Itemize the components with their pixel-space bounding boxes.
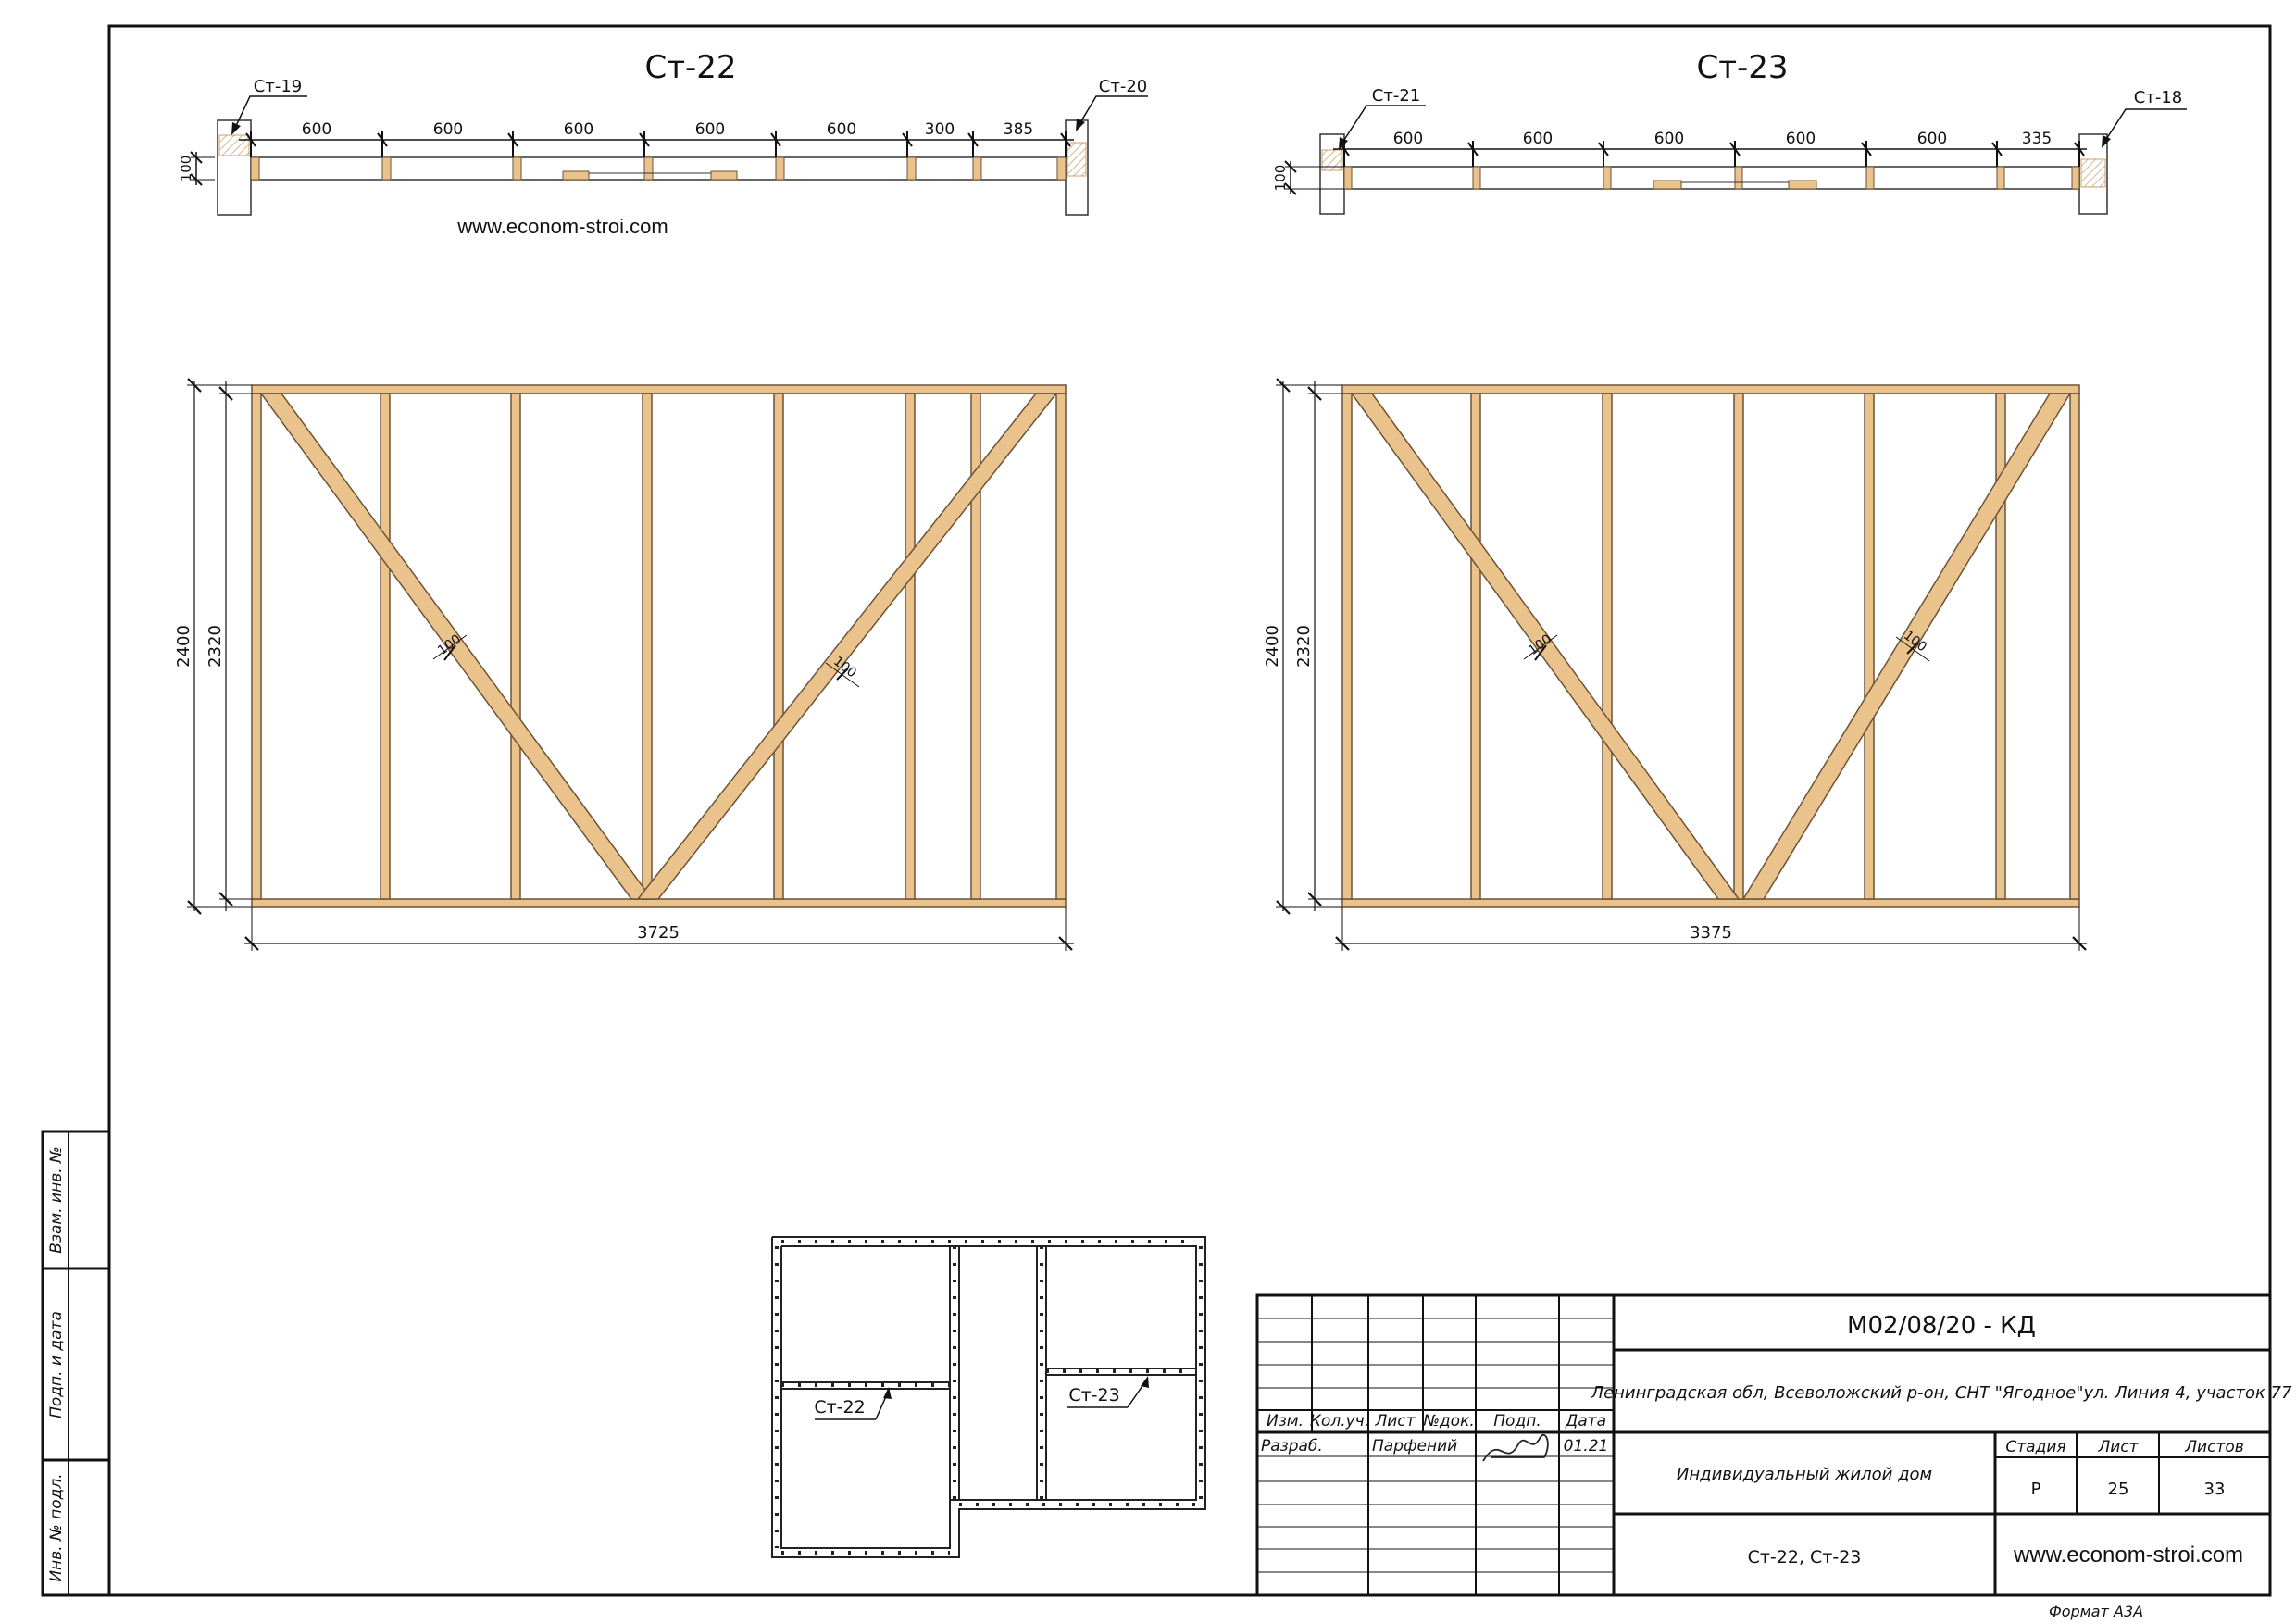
plan-dim: 600: [1786, 130, 1816, 148]
plan-dim: 600: [433, 120, 463, 139]
height-outer-dim: 2400: [1263, 625, 1282, 668]
header-sign: Подп.: [1493, 1412, 1541, 1430]
title-block: Изм. Кол.уч. Лист №док. Подп. Дата Разра…: [1255, 1293, 2292, 1597]
plan-dim: 600: [1523, 130, 1553, 148]
elevation-st-22: 100 100 2400 2320 3725: [174, 378, 1074, 951]
role-developer: Разраб.: [1261, 1437, 1323, 1455]
header-count: Кол.уч.: [1310, 1412, 1369, 1430]
author-date: 01.21: [1564, 1437, 1609, 1455]
key-plan: Ст-22 Ст-23: [771, 1236, 1206, 1558]
stage-value: Р: [2031, 1480, 2041, 1499]
length-dim: 3375: [1690, 923, 1732, 943]
object-name: Индивидуальный жилой дом: [1677, 1465, 1932, 1484]
thickness-dim: 100: [1272, 165, 1289, 192]
sheets-label: Листов: [2184, 1438, 2244, 1456]
header-date: Дата: [1565, 1412, 1606, 1430]
title-website: www.econom-stroi.com: [2013, 1543, 2243, 1568]
project-address: Ленинградская обл, Всеволожский р-он, СН…: [1591, 1383, 2292, 1403]
signature-mark: [1482, 1434, 1549, 1462]
plan-dim: 600: [695, 120, 725, 139]
wall-title: Ст-23: [1696, 49, 1788, 86]
header-doc: №док.: [1422, 1412, 1475, 1430]
sheets-value: 33: [2204, 1480, 2226, 1499]
plan-dim: 385: [1004, 120, 1033, 139]
height-inner-dim: 2320: [1294, 625, 1314, 668]
stamp-sign-date: Подп. и дата: [47, 1311, 66, 1418]
ref-left: Ст-21: [1372, 86, 1420, 106]
sheet-value: 25: [2108, 1480, 2129, 1499]
sheet-label: Лист: [2097, 1438, 2139, 1456]
key-plan-label-st-23: Ст-23: [1068, 1385, 1119, 1405]
stage-label: Стадия: [2005, 1438, 2065, 1456]
drawing-name: Ст-22, Ст-23: [1748, 1547, 1862, 1568]
side-stamp: Взам. инв. № Подп. и дата Инв. № подл.: [41, 1130, 111, 1597]
plan-dim: 600: [827, 120, 856, 139]
plan-dim: 600: [1917, 130, 1947, 148]
plan-dim: 600: [564, 120, 593, 139]
stamp-inv-original: Инв. № подл.: [47, 1473, 66, 1581]
plan-dim: 600: [1393, 130, 1423, 148]
sheet-frame: [107, 24, 2272, 1597]
key-plan-label-st-22: Ст-22: [814, 1397, 865, 1418]
stamp-replace-inv: Взам. инв. №: [47, 1146, 66, 1253]
ref-left: Ст-19: [254, 77, 302, 96]
height-inner-dim: 2320: [206, 625, 225, 668]
ref-right: Ст-18: [2134, 88, 2182, 107]
wall-st-22: Ст-22: [174, 49, 1148, 951]
website-text: www.econom-stroi.com: [456, 215, 668, 238]
plan-st-22: 600 600 600 600 600 300 385 100 Ст-19 Ст…: [178, 77, 1148, 216]
plan-dim: 300: [925, 120, 955, 139]
height-outer-dim: 2400: [174, 625, 193, 668]
plan-st-23: 600 600 600 600 600 335 100 Ст-21 Ст-18: [1272, 86, 2187, 215]
plan-dim: 600: [1654, 130, 1684, 148]
wall-title: Ст-22: [644, 49, 736, 86]
length-dim: 3725: [637, 923, 680, 943]
header-sheet: Лист: [1374, 1412, 1416, 1430]
plan-dim: 600: [302, 120, 331, 139]
plan-dim: 335: [2022, 130, 2052, 148]
format-label: Формат А3А: [2049, 1603, 2143, 1620]
wall-st-23: Ст-23: [1263, 49, 2187, 951]
document-code: М02/08/20 - КД: [1847, 1312, 2036, 1340]
header-change: Изм.: [1267, 1412, 1304, 1430]
elevation-st-23: 100 100 2400 2320 3375: [1263, 378, 2087, 951]
author-name: Парфений: [1372, 1437, 1457, 1455]
ref-right: Ст-20: [1099, 77, 1147, 96]
thickness-dim: 100: [178, 156, 194, 182]
